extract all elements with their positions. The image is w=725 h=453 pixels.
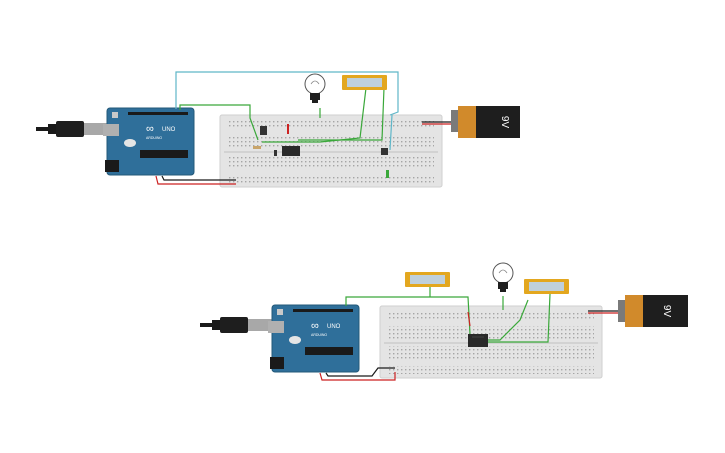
wire-black bbox=[325, 367, 395, 377]
wires bbox=[155, 71, 458, 185]
lcd-display-icon[interactable] bbox=[342, 75, 387, 90]
circuit-2: ∞ UNO ARDUINO bbox=[200, 262, 688, 381]
usb-plug-icon[interactable] bbox=[200, 317, 274, 333]
circuit-1: ∞ UNO ARDUINO bbox=[36, 71, 520, 188]
components bbox=[468, 334, 488, 347]
arduino-model-label: UNO bbox=[327, 324, 341, 330]
red-marker bbox=[287, 124, 289, 134]
arduino-model-label: UNO bbox=[162, 127, 176, 133]
wires bbox=[319, 287, 620, 381]
wire-cyan bbox=[175, 71, 399, 116]
battery-label: 9V bbox=[499, 116, 510, 129]
battery-9v[interactable]: 9V bbox=[618, 295, 688, 327]
sensor bbox=[260, 126, 267, 135]
push-button bbox=[381, 148, 388, 155]
breadboard[interactable] bbox=[219, 114, 443, 188]
resistor bbox=[253, 146, 261, 149]
wire-black bbox=[161, 175, 236, 181]
arduino-brand-label: ARDUINO bbox=[311, 333, 327, 337]
light-bulb-icon[interactable] bbox=[492, 262, 514, 292]
wire-green bbox=[488, 293, 551, 343]
arduino-uno-board[interactable]: ∞ UNO ARDUINO bbox=[103, 107, 195, 176]
lcd-display-icon[interactable] bbox=[524, 279, 569, 294]
components bbox=[253, 124, 389, 178]
battery-9v[interactable]: 9V bbox=[451, 106, 520, 138]
wire-green bbox=[488, 299, 529, 341]
wire-red bbox=[155, 175, 236, 185]
capacitor bbox=[274, 150, 277, 156]
arduino-logo: ∞ bbox=[311, 320, 319, 332]
usb-plug-icon[interactable] bbox=[36, 121, 110, 137]
ic-chip bbox=[468, 334, 488, 347]
battery-label: 9V bbox=[661, 305, 672, 318]
wire-green bbox=[179, 104, 259, 141]
arduino-brand-label: ARDUINO bbox=[146, 136, 162, 140]
ic-chip bbox=[282, 146, 300, 156]
wire-red bbox=[467, 311, 471, 327]
lcd-display-icon[interactable] bbox=[405, 272, 450, 287]
arduino-uno-board[interactable]: ∞ UNO ARDUINO bbox=[268, 304, 360, 373]
wire-red bbox=[319, 372, 396, 381]
light-bulb-icon[interactable] bbox=[304, 73, 326, 103]
jumper bbox=[386, 170, 389, 178]
wire-green bbox=[298, 87, 385, 141]
arduino-logo: ∞ bbox=[146, 123, 154, 135]
wire-cyan bbox=[389, 114, 393, 151]
